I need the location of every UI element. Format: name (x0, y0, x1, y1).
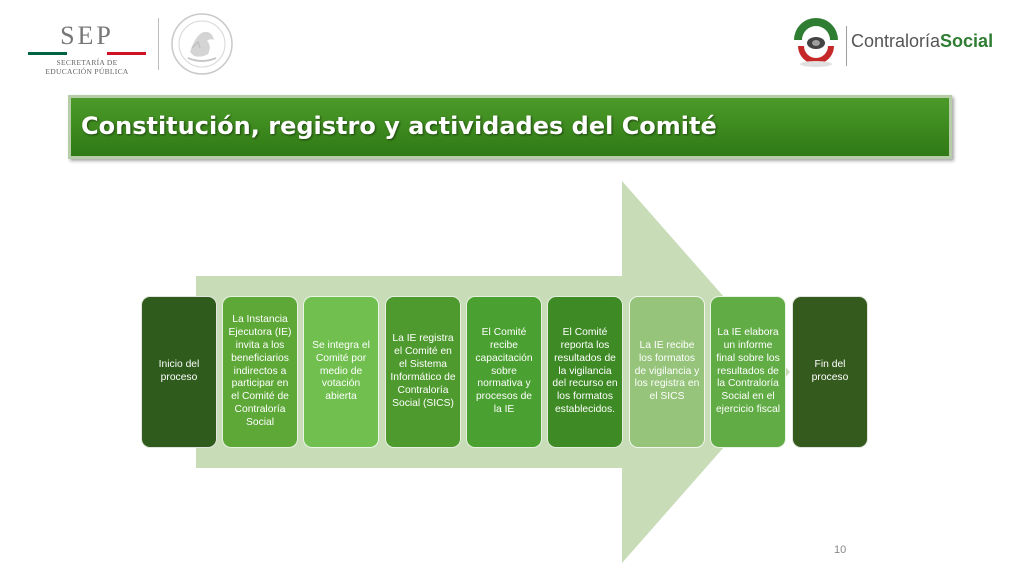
step-2-text: La Instancia Ejecutora (IE) invita a los… (228, 313, 292, 429)
sep-subtitle-line2: EDUCACIÓN PÚBLICA (45, 67, 129, 76)
logo-divider (846, 26, 847, 66)
step-5-text: El Comité recibe capacitación sobre norm… (475, 326, 533, 416)
step-8: La IE elabora un informe final sobre los… (710, 296, 786, 448)
step-4-text: La IE registra el Comité en el Sistema I… (390, 333, 456, 409)
step-9: Fin del proceso (792, 296, 868, 448)
flag-stripe (28, 52, 146, 55)
flag-red (106, 52, 146, 55)
contraloria-social-wordmark: ContraloríaSocial (851, 31, 993, 52)
step-6-text: El Comité reporta los resultados de la v… (552, 326, 618, 416)
step-7: La IE recibe los formatos de vigilancia … (629, 296, 705, 448)
step-1: Inicio del proceso (141, 296, 217, 448)
step-1-text: Inicio del proceso (158, 359, 200, 383)
step-3-text: Se integra el Comité por medio de votaci… (312, 339, 370, 403)
wordmark-bold: Social (940, 31, 994, 51)
step-3: Se integra el Comité por medio de votaci… (303, 296, 379, 448)
title-banner: Constitución, registro y actividades del… (68, 95, 952, 159)
contraloria-social-logo: ContraloríaSocial (790, 16, 993, 72)
step-9-text: Fin del proceso (811, 359, 849, 383)
mexican-coat-of-arms-icon (171, 13, 233, 75)
sep-logo: SEP SECRETARÍA DE EDUCACIÓN PÚBLICA (28, 22, 146, 76)
page-number: 10 (834, 544, 847, 556)
step-2: La Instancia Ejecutora (IE) invita a los… (222, 296, 298, 448)
step-4: La IE registra el Comité en el Sistema I… (385, 296, 461, 448)
sep-wordmark: SEP (60, 21, 114, 50)
step-7-text: La IE recibe los formatos de vigilancia … (634, 339, 700, 403)
step-6: El Comité reporta los resultados de la v… (547, 296, 623, 448)
step-8-text: La IE elabora un informe final sobre los… (715, 326, 781, 416)
step-5: El Comité recibe capacitación sobre norm… (466, 296, 542, 448)
flag-green (28, 52, 68, 55)
flag-white (67, 52, 107, 55)
sep-subtitle-line1: SECRETARÍA DE (56, 58, 118, 67)
contraloria-social-emblem-icon (794, 18, 838, 67)
wordmark-regular: Contraloría (851, 31, 941, 51)
page-title: Constitución, registro y actividades del… (81, 112, 717, 140)
header-divider (158, 18, 159, 70)
